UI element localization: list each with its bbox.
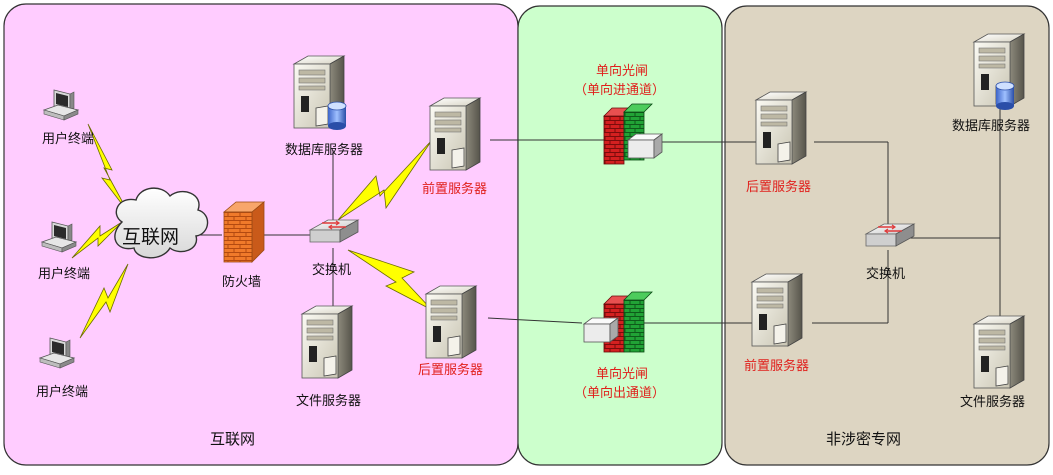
label-user-terminal-1: 用户终端	[42, 131, 94, 147]
label-db-server-left: 数据库服务器	[285, 142, 363, 158]
label-switch-left: 交换机	[312, 262, 351, 278]
db-server-left-icon[interactable]	[293, 55, 347, 131]
label-cloud: 互联网	[122, 226, 179, 248]
firewall-icon[interactable]	[222, 201, 266, 263]
labels: 用户终端 用户终端 用户终端 互联网 防火墙 数据库服务器 交换机 文件服务器 …	[36, 63, 1030, 448]
zone-label-private: 非涉密专网	[826, 430, 901, 448]
label-gate-in-line2: （单向进通道）	[574, 82, 665, 98]
file-server-right-icon[interactable]	[973, 315, 1025, 389]
front-server-right-icon[interactable]	[751, 273, 803, 347]
db-server-right-icon[interactable]	[973, 33, 1025, 111]
label-user-terminal-2: 用户终端	[38, 266, 90, 282]
label-front-server-left: 前置服务器	[422, 181, 487, 197]
connection-lines	[200, 108, 1001, 324]
optical-gate-out-icon[interactable]	[583, 291, 653, 353]
optical-gate-in-icon[interactable]	[603, 103, 663, 165]
label-front-server-right: 前置服务器	[744, 358, 809, 374]
front-server-left-icon[interactable]	[429, 97, 481, 171]
zone-gateway	[517, 5, 723, 466]
cloud-icon	[114, 187, 209, 259]
label-gate-in-line1: 单向光闸	[596, 63, 648, 79]
lightning-bolts	[71, 123, 433, 339]
file-server-left-icon[interactable]	[301, 305, 353, 379]
lightning-icon	[79, 263, 129, 339]
label-user-terminal-3: 用户终端	[36, 384, 88, 400]
back-server-right-icon[interactable]	[755, 91, 807, 165]
label-switch-right: 交换机	[866, 266, 905, 282]
label-firewall: 防火墙	[222, 274, 261, 290]
label-gate-out-line1: 单向光闸	[596, 366, 648, 382]
label-db-server-right: 数据库服务器	[952, 118, 1030, 134]
label-file-server-right: 文件服务器	[960, 394, 1025, 410]
label-gate-out-line2: （单向出通道）	[574, 385, 665, 401]
back-server-left-icon[interactable]	[425, 285, 477, 359]
label-file-server-left: 文件服务器	[296, 393, 361, 409]
label-back-server-left: 后置服务器	[418, 362, 483, 378]
label-back-server-right: 后置服务器	[746, 179, 811, 195]
zone-label-internet: 互联网	[210, 430, 255, 448]
